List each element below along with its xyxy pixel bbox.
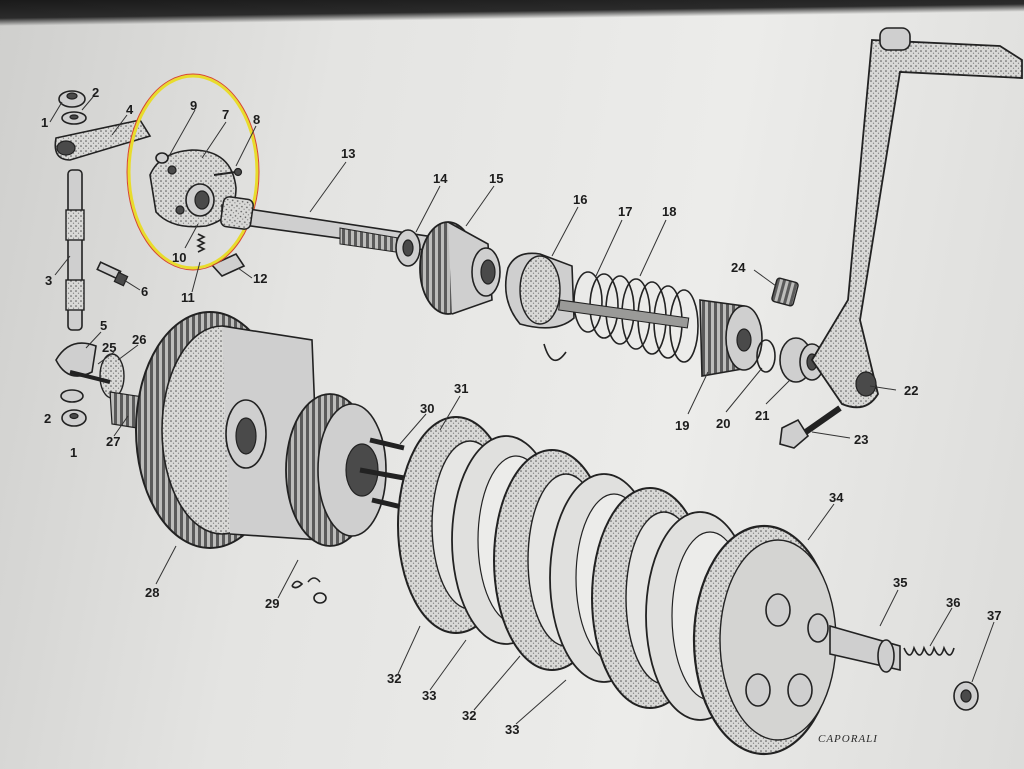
part-labels: 1 2 4 9 7 8 3 6 10 11 12 13 14 15 16 17 … bbox=[41, 85, 1001, 745]
label-part-33-first: 33 bbox=[422, 688, 436, 703]
label-part-24: 24 bbox=[731, 260, 746, 275]
artist-signature: CAPORALI bbox=[818, 733, 878, 745]
washer-9 bbox=[155, 152, 169, 164]
bush-26 bbox=[99, 353, 125, 399]
label-part-1: 1 bbox=[41, 115, 48, 130]
cam-plate-7 bbox=[149, 149, 237, 228]
rod-35 bbox=[829, 624, 901, 673]
label-part-22: 22 bbox=[904, 383, 918, 398]
label-part-18: 18 bbox=[662, 204, 676, 219]
highlight-circle-outline bbox=[126, 73, 260, 271]
lever-arm-4 bbox=[54, 119, 152, 161]
label-part-7: 7 bbox=[222, 107, 229, 122]
label-part-29: 29 bbox=[265, 596, 279, 611]
washer-2-top bbox=[61, 111, 87, 125]
ring-20 bbox=[756, 339, 776, 373]
spring-11 bbox=[196, 233, 206, 253]
bolt-23 bbox=[779, 405, 842, 449]
pressure-plate-34 bbox=[692, 524, 837, 756]
label-part-5: 5 bbox=[100, 318, 107, 333]
kickstart-lever-22 bbox=[810, 27, 1023, 409]
label-part-16: 16 bbox=[573, 192, 587, 207]
arm-5 bbox=[55, 342, 97, 377]
spring-36 bbox=[903, 645, 955, 656]
spring-cup-16 bbox=[504, 252, 575, 362]
main-shaft-13 bbox=[220, 196, 441, 255]
sleeve-19 bbox=[699, 299, 763, 377]
washer-14 bbox=[395, 229, 421, 267]
pin-8 bbox=[213, 167, 243, 177]
pin-25 bbox=[69, 370, 111, 384]
shaft-3 bbox=[65, 169, 85, 331]
label-part-23: 23 bbox=[854, 432, 868, 447]
screw-24 bbox=[771, 277, 799, 307]
label-part-1-lower: 1 bbox=[70, 445, 77, 460]
label-part-30: 30 bbox=[420, 401, 434, 416]
label-part-19: 19 bbox=[675, 418, 689, 433]
clip-12 bbox=[210, 252, 246, 277]
label-part-36: 36 bbox=[946, 595, 960, 610]
label-part-3: 3 bbox=[45, 273, 52, 288]
nut-1-bottom bbox=[61, 409, 87, 427]
label-part-26: 26 bbox=[132, 332, 146, 347]
label-part-12: 12 bbox=[253, 271, 267, 286]
label-part-28: 28 bbox=[145, 585, 159, 600]
label-part-21: 21 bbox=[755, 408, 769, 423]
label-part-4: 4 bbox=[126, 102, 134, 117]
label-part-20: 20 bbox=[716, 416, 730, 431]
label-part-33-second: 33 bbox=[505, 722, 519, 737]
label-part-32-first: 32 bbox=[387, 671, 401, 686]
nut-37 bbox=[953, 681, 979, 711]
washer-2-bottom bbox=[60, 389, 84, 403]
small-parts-29 bbox=[291, 577, 327, 604]
label-part-34: 34 bbox=[829, 490, 844, 505]
label-part-13: 13 bbox=[341, 146, 355, 161]
label-part-15: 15 bbox=[489, 171, 503, 186]
gear-15 bbox=[419, 221, 501, 315]
label-part-32-second: 32 bbox=[462, 708, 476, 723]
clutch-hub-29 bbox=[285, 393, 387, 547]
nut-1-top bbox=[58, 90, 86, 108]
label-part-9: 9 bbox=[190, 98, 197, 113]
label-part-37: 37 bbox=[987, 608, 1001, 623]
label-part-14: 14 bbox=[433, 171, 448, 186]
highlight-circle bbox=[127, 74, 259, 270]
label-part-31: 31 bbox=[454, 381, 468, 396]
label-part-35: 35 bbox=[893, 575, 907, 590]
label-part-27: 27 bbox=[106, 434, 120, 449]
bolt-6 bbox=[96, 261, 129, 287]
label-part-10: 10 bbox=[172, 250, 186, 265]
label-part-2-lower: 2 bbox=[44, 411, 51, 426]
coil-spring-17-18 bbox=[558, 271, 699, 363]
label-part-11: 11 bbox=[181, 290, 195, 305]
label-part-2: 2 bbox=[92, 85, 99, 100]
leader-lines bbox=[49, 96, 995, 725]
label-part-25: 25 bbox=[102, 340, 116, 355]
label-part-17: 17 bbox=[618, 204, 632, 219]
label-part-6: 6 bbox=[141, 284, 148, 299]
label-part-8: 8 bbox=[253, 112, 260, 127]
